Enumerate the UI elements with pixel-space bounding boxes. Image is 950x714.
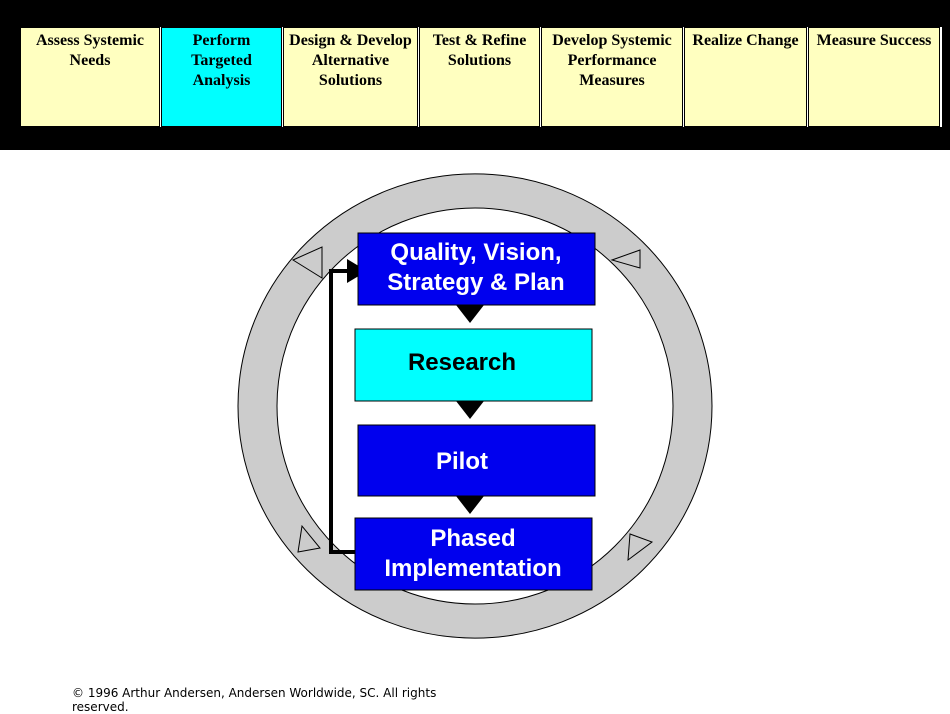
- step-box-phased: [354, 517, 593, 591]
- cycle-diagram: Quality, Vision, Strategy & Plan Researc…: [237, 173, 713, 639]
- ring-notch-bottom-left: [297, 524, 321, 553]
- phase-label: Test & Refine Solutions: [432, 32, 527, 69]
- copyright-notice: © 1996 Arthur Andersen, Andersen Worldwi…: [72, 686, 437, 714]
- feedback-arrowhead: [347, 259, 367, 283]
- phase-label: Assess Systemic Needs: [36, 32, 144, 69]
- phase-cell-realize: Realize Change: [684, 27, 807, 127]
- step-box-pilot: [357, 424, 596, 497]
- step-label-quality-line1: Quality, Vision,: [390, 239, 561, 266]
- phase-cell-assess: Assess Systemic Needs: [20, 27, 160, 127]
- ring-notch-top-left: [291, 246, 323, 279]
- down-arrow-1: [456, 305, 484, 323]
- phase-label: Design & Develop Alternative Solutions: [289, 32, 412, 89]
- phase-cell-design: Design & Develop Alternative Solutions: [283, 27, 418, 127]
- down-arrow-3: [456, 496, 484, 514]
- step-label-pilot: Pilot: [436, 448, 488, 475]
- phase-cell-success: Measure Success: [808, 27, 940, 127]
- phase-table: Assess Systemic Needs Perform Targeted A…: [20, 27, 942, 127]
- step-box-quality: [357, 232, 596, 306]
- ring-notch-top-right: [610, 249, 641, 269]
- step-box-research: [354, 328, 593, 402]
- phase-cell-measures: Develop Systemic Performance Measures: [541, 27, 683, 127]
- down-arrow-2: [456, 401, 484, 419]
- step-label-phased-line2: Implementation: [384, 555, 561, 582]
- feedback-loop-line: [329, 269, 356, 554]
- phase-cell-test: Test & Refine Solutions: [419, 27, 540, 127]
- phase-label: Realize Change: [692, 32, 799, 49]
- phase-label: Perform Targeted Analysis: [191, 32, 252, 89]
- phase-label: Develop Systemic Performance Measures: [552, 32, 672, 89]
- phase-label: Measure Success: [816, 32, 932, 49]
- phase-header-band: Assess Systemic Needs Perform Targeted A…: [0, 0, 950, 150]
- ring-notch-bottom-right: [627, 533, 654, 562]
- phase-cell-analysis: Perform Targeted Analysis: [161, 27, 282, 127]
- step-label-research: Research: [408, 349, 516, 376]
- step-label-quality-line2: Strategy & Plan: [387, 269, 564, 296]
- step-label-phased-line1: Phased: [430, 525, 515, 552]
